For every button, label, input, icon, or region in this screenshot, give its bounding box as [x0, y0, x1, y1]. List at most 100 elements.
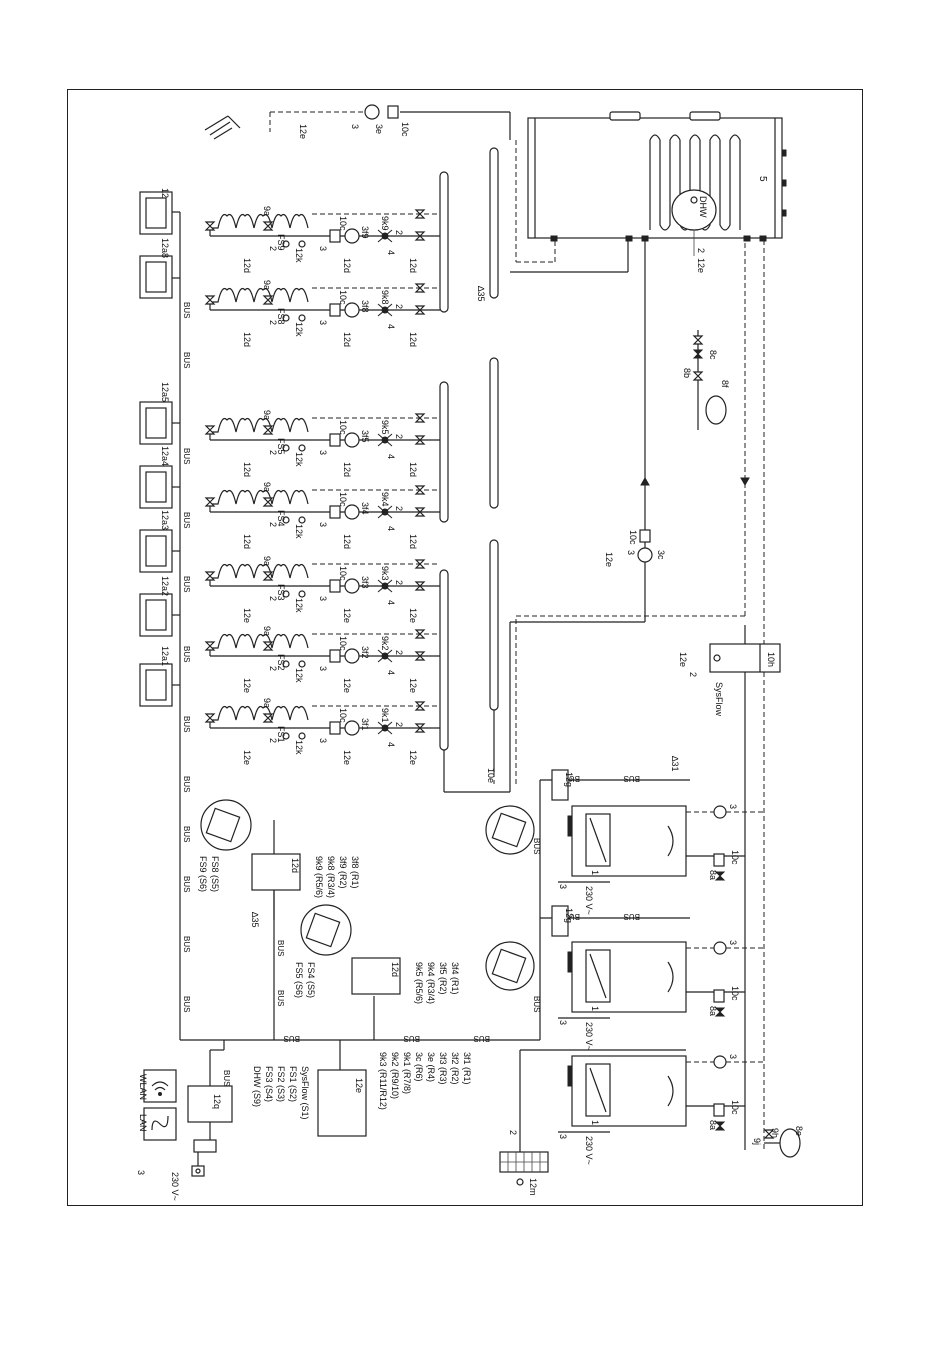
- pump-3e[interactable]: [364, 104, 380, 120]
- mixer-valve[interactable]: [381, 306, 389, 314]
- label-ctl: 12d: [408, 332, 418, 347]
- label-wire-2: 2: [268, 246, 278, 251]
- label-8e: 8e: [794, 1126, 804, 1136]
- label-ctl: 12d: [408, 462, 418, 477]
- label-ctl: 12e: [242, 608, 252, 623]
- label-3c: 3c: [656, 550, 666, 560]
- valve-10c[interactable]: [329, 649, 341, 663]
- zone-pump[interactable]: [344, 432, 360, 448]
- underfloor-coil: [210, 417, 309, 433]
- controller-12a1[interactable]: 12a1: [139, 646, 173, 707]
- boiler-pump[interactable]: [713, 805, 727, 819]
- mixer-valve[interactable]: [381, 232, 389, 240]
- module-12d[interactable]: [251, 853, 301, 891]
- label-8a: 8a: [708, 1120, 718, 1130]
- delta35-label: ∆35: [250, 912, 260, 928]
- label-3f1: 3f1 (R1): [462, 1052, 472, 1085]
- label-ctl: 12d: [408, 534, 418, 549]
- valve-10c[interactable]: [713, 853, 725, 867]
- bus-label: BUS: [532, 838, 541, 854]
- label-12m: 12m: [528, 1178, 538, 1196]
- label-wire-3: 3: [318, 666, 328, 671]
- valve-10c[interactable]: [329, 721, 341, 735]
- label-ctl: 12e: [342, 678, 352, 693]
- controller-12a8[interactable]: 12a8: [139, 238, 173, 299]
- valve-10c[interactable]: [387, 105, 399, 119]
- label-wire-3: 3: [136, 1170, 146, 1175]
- label-fs: FS4: [276, 510, 286, 527]
- bus-label: BUS: [182, 826, 191, 842]
- label-10c: 10c: [338, 636, 348, 651]
- zone-pump[interactable]: [344, 720, 360, 736]
- label-wire-3: 3: [558, 1020, 568, 1025]
- valve-10c[interactable]: [329, 505, 341, 519]
- zone-pump[interactable]: [344, 648, 360, 664]
- module-12g[interactable]: [551, 905, 569, 937]
- zone-pump[interactable]: [344, 302, 360, 318]
- valve-10c[interactable]: [329, 579, 341, 593]
- expansion-vessel-8f[interactable]: [705, 395, 727, 425]
- bus-horizontal: BUS BUS BUS BUS BUS BUS BUS BUS BUS BUS …: [180, 774, 690, 1086]
- label-3e: 3e (R4): [426, 1052, 436, 1082]
- zone-pump[interactable]: [344, 578, 360, 594]
- label-fs: FS1: [276, 726, 286, 743]
- controller-12[interactable]: 12: [139, 188, 173, 235]
- module-12g[interactable]: [551, 769, 569, 801]
- valve-10c[interactable]: [329, 303, 341, 317]
- module-12e[interactable]: [317, 1069, 367, 1137]
- gateway-12q[interactable]: [187, 1085, 233, 1123]
- label-mixer: 9k2: [380, 636, 390, 651]
- cabinet-icon: [485, 941, 535, 991]
- label-mixer: 9k1: [380, 708, 390, 723]
- module-12e-main: 12e DHW (S9) FS3 (S4) FS2 (S3) FS1 (S2) …: [252, 1040, 472, 1137]
- controller-12a5[interactable]: 12a5: [139, 382, 173, 445]
- underfloor-coil: [210, 705, 309, 721]
- label-ctl: 12d: [342, 332, 352, 347]
- label-wire-2: 2: [394, 722, 404, 727]
- label-wire-4: 4: [386, 670, 396, 675]
- delta31-label: ∆31: [670, 756, 680, 772]
- mixer-valve[interactable]: [381, 724, 389, 732]
- zone-pump[interactable]: [344, 228, 360, 244]
- valve-10c[interactable]: [713, 989, 725, 1003]
- module-12d[interactable]: [351, 957, 401, 995]
- label-10e: 10e: [486, 768, 496, 783]
- label-pump: 3f9: [360, 226, 370, 239]
- controller-12a2[interactable]: 12a2: [139, 576, 173, 637]
- mixer-valve[interactable]: [381, 652, 389, 660]
- bus-label: BUS: [182, 716, 191, 732]
- pump-3c[interactable]: [637, 547, 653, 563]
- valve-10c[interactable]: [713, 1103, 725, 1117]
- label-12k: 12k: [294, 248, 304, 263]
- label-wire-3: 3: [318, 596, 328, 601]
- boiler-pump[interactable]: [713, 941, 727, 955]
- label-wire-4: 4: [386, 454, 396, 459]
- label-9a: 9a: [262, 482, 272, 492]
- mixer-valve[interactable]: [381, 582, 389, 590]
- label-3f2: 3f2 (R2): [450, 1052, 460, 1085]
- module-12d-top: 12d ∆35 FS9 (S6) FS8 (S5) 9k9 (R5/6) 9k8…: [198, 799, 360, 928]
- label-fs4-s5: FS4 (S5): [306, 962, 316, 998]
- label-ctl: 12d: [342, 462, 352, 477]
- label-pump: 3f5: [360, 430, 370, 443]
- zone-pump[interactable]: [344, 504, 360, 520]
- label-12k: 12k: [294, 322, 304, 337]
- mixer-valve[interactable]: [381, 436, 389, 444]
- expansion-8e: 8e 9h 9j: [752, 1126, 804, 1158]
- boiler-pump[interactable]: [713, 1055, 727, 1069]
- label-12g: 12g: [564, 908, 574, 923]
- controller-12a3[interactable]: 12a3: [139, 510, 173, 573]
- label-lan: LAN: [138, 1114, 148, 1132]
- controller-12a4[interactable]: 12a4: [139, 446, 173, 509]
- label-dhw-s9: DHW (S9): [252, 1066, 262, 1107]
- safety-group-8: 8f 8c 8b: [682, 330, 730, 430]
- mixer-valve[interactable]: [381, 508, 389, 516]
- label-wire-2: 2: [394, 230, 404, 235]
- label-9j: 9j: [752, 1138, 762, 1145]
- label-9k1: 9k1 (R7/8): [402, 1052, 412, 1094]
- valve-10c[interactable]: [329, 229, 341, 243]
- label-ctl: 12d: [242, 258, 252, 273]
- label-wire-2: 2: [688, 672, 698, 677]
- valve-10c[interactable]: [329, 433, 341, 447]
- valve-10c[interactable]: [639, 529, 651, 543]
